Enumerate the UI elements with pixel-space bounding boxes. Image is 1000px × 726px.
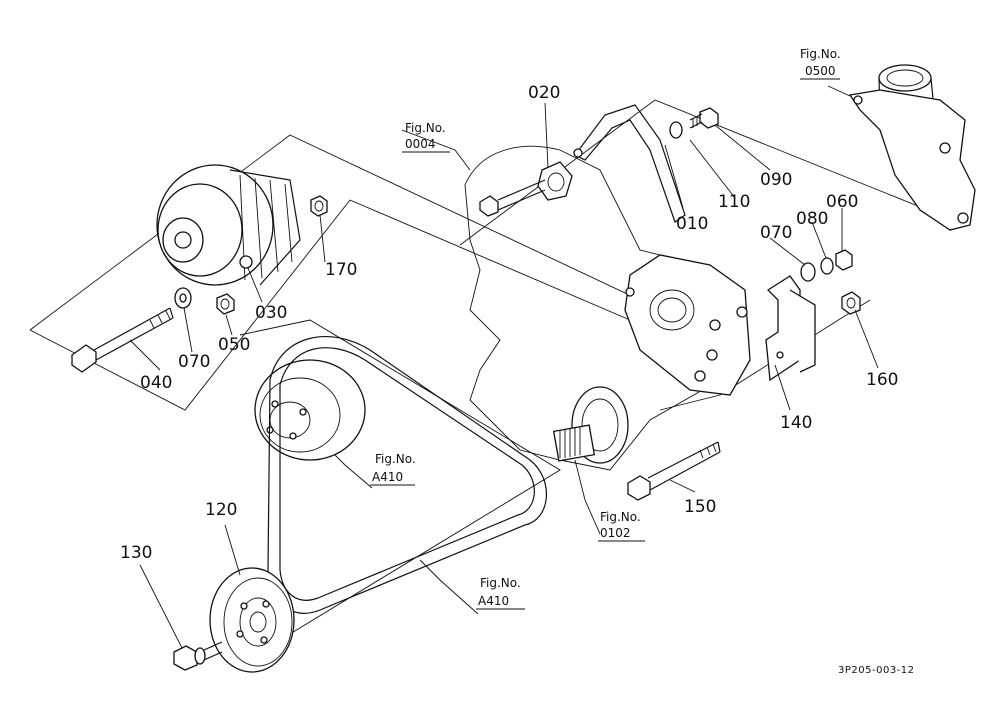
part-label-110: 110	[718, 192, 750, 212]
crank-pulley-hub	[552, 386, 629, 464]
engine-block-outline	[464, 145, 741, 471]
fig-a410-top-number: A410	[372, 470, 403, 484]
thermostat-group-outline	[459, 99, 941, 246]
adjusting-bar-010	[573, 104, 686, 223]
alternator-group-outline	[29, 134, 641, 411]
part-label-050: 050	[218, 335, 250, 355]
fig-0500-prefix: Fig.No.	[800, 47, 841, 61]
fig-0102-number: 0102	[600, 526, 631, 540]
fig-ref-a410-bottom: Fig.No. A410	[476, 576, 525, 610]
bracket-group-outline	[659, 299, 871, 411]
fig-0102-prefix: Fig.No.	[600, 510, 641, 524]
bolt-130	[173, 641, 223, 671]
fig-0500-number: 0500	[805, 64, 836, 78]
part-label-130: 130	[120, 543, 152, 563]
part-label-070-left: 070	[178, 352, 210, 372]
bracket-020	[537, 161, 573, 201]
washer-070-right	[800, 262, 816, 282]
part-label-070-right: 070	[760, 223, 792, 243]
bracket-140	[765, 275, 816, 382]
nut-160	[841, 291, 861, 315]
crankshaft-pulley-120	[209, 567, 295, 673]
fig-ref-0004: Fig.No. 0004	[402, 121, 450, 153]
water-pump-body	[624, 254, 751, 396]
washer-080	[820, 257, 834, 275]
part-label-010: 010	[676, 214, 708, 234]
bolt-into-bracket	[479, 179, 546, 217]
nut-170	[310, 195, 328, 217]
leader-lines	[129, 85, 879, 649]
part-label-120: 120	[205, 500, 237, 520]
fig-0004-number: 0004	[405, 137, 436, 151]
part-label-170: 170	[325, 260, 357, 280]
washer-110	[669, 121, 683, 139]
fig-ref-0500: Fig.No. 0500	[800, 47, 841, 80]
part-label-060: 060	[826, 192, 858, 212]
part-label-030: 030	[255, 303, 287, 323]
part-label-040: 040	[140, 373, 172, 393]
part-label-020: 020	[528, 83, 560, 103]
alternator-030	[156, 164, 301, 286]
bolt-090	[689, 107, 719, 129]
nut-050	[216, 293, 235, 315]
fig-0004-prefix: Fig.No.	[405, 121, 446, 135]
bolt-040	[71, 307, 174, 373]
part-label-090: 090	[760, 170, 792, 190]
fig-a410-top-prefix: Fig.No.	[375, 452, 416, 466]
fig-a410-bottom-prefix: Fig.No.	[480, 576, 521, 590]
drawing-code: 3P205-003-12	[838, 665, 915, 676]
fig-ref-0102: Fig.No. 0102	[598, 510, 645, 542]
nut-060	[835, 249, 853, 271]
bolt-150	[627, 441, 721, 501]
part-label-140: 140	[780, 413, 812, 433]
part-label-080: 080	[796, 209, 828, 229]
part-label-160: 160	[866, 370, 898, 390]
fig-a410-bottom-number: A410	[478, 594, 509, 608]
thermostat-housing	[848, 64, 976, 231]
part-label-150: 150	[684, 497, 716, 517]
fig-ref-a410-top: Fig.No. A410	[370, 452, 416, 486]
